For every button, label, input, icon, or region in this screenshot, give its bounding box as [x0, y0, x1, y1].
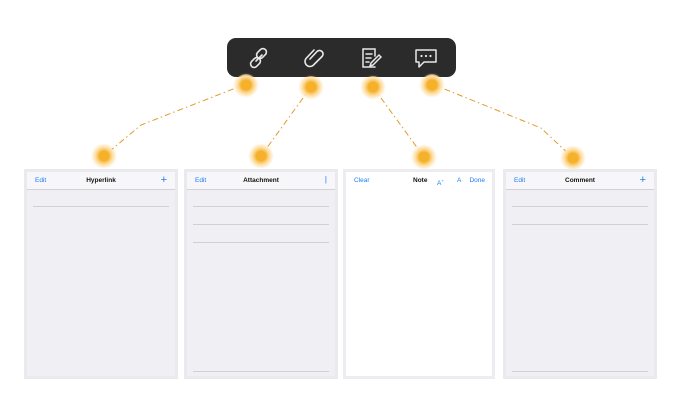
note-edit-icon[interactable]	[355, 43, 385, 73]
note-nav-bar: Clear Note A+ A Done	[346, 172, 492, 189]
link-icon[interactable]	[244, 43, 274, 73]
list-separator	[193, 206, 329, 207]
comment-icon[interactable]	[411, 43, 441, 73]
list-separator	[193, 242, 329, 243]
add-button[interactable]: +	[639, 174, 646, 186]
hyperlink-nav-bar: Edit Hyperlink +	[27, 172, 175, 190]
list-separator	[512, 371, 648, 372]
hotspot-note	[362, 76, 384, 98]
add-button[interactable]: +	[160, 174, 167, 186]
done-button[interactable]: Done	[469, 177, 485, 184]
note-panel: Clear Note A+ A Done	[343, 169, 495, 379]
list-separator	[33, 206, 169, 207]
list-separator	[512, 206, 648, 207]
paperclip-icon[interactable]	[300, 43, 330, 73]
hotspot-attachment	[300, 76, 322, 98]
font-smaller-button[interactable]: A	[457, 177, 462, 184]
edit-button[interactable]: Edit	[195, 177, 207, 184]
attachment-panel: Edit Attachment |	[184, 169, 338, 379]
hotspot-attachment-panel	[250, 145, 272, 167]
font-larger-button[interactable]: A+	[437, 172, 444, 192]
font-larger-sup: +	[441, 178, 444, 183]
panel-title: Note	[413, 177, 428, 184]
hotspot-link	[235, 74, 257, 96]
comment-panel: Edit Comment +	[503, 169, 657, 379]
attachment-nav-bar: Edit Attachment |	[187, 172, 335, 190]
hotspot-note-panel	[413, 146, 435, 168]
clear-button[interactable]: Clear	[354, 177, 370, 184]
hyperlink-panel: Edit Hyperlink +	[24, 169, 178, 379]
panel-title: Attachment	[243, 177, 279, 184]
comment-nav-bar: Edit Comment +	[506, 172, 654, 190]
edit-button[interactable]: Edit	[35, 177, 47, 184]
add-button[interactable]: |	[324, 175, 327, 184]
panel-title: Comment	[565, 177, 595, 184]
hotspot-comment-panel	[562, 147, 584, 169]
list-separator	[512, 224, 648, 225]
font-larger-letter: A	[437, 180, 442, 188]
hotspot-comment	[421, 74, 443, 96]
annotation-toolbar	[227, 38, 456, 77]
edit-button[interactable]: Edit	[514, 177, 526, 184]
panel-title: Hyperlink	[86, 177, 116, 184]
list-separator	[193, 224, 329, 225]
list-separator	[193, 371, 329, 372]
hotspot-hyperlink-panel	[93, 145, 115, 167]
